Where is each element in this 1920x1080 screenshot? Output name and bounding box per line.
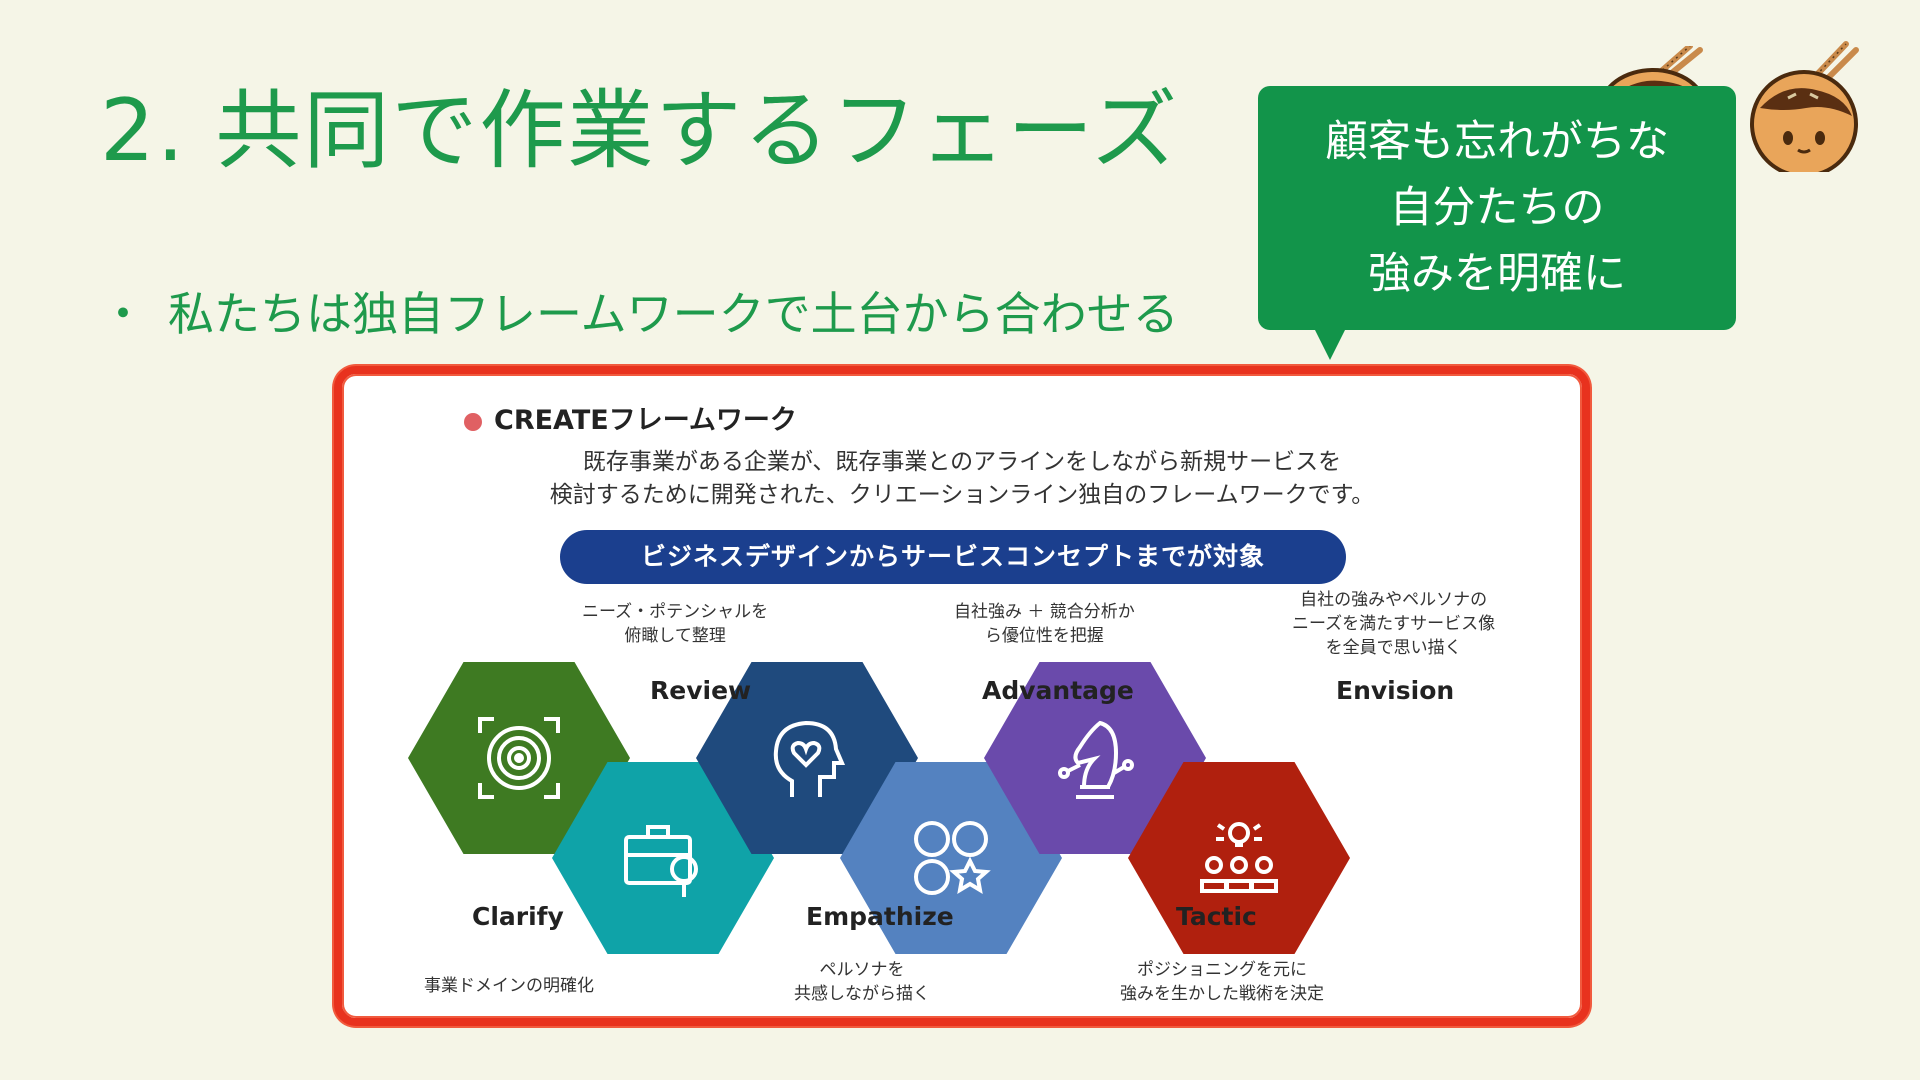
target-icon (478, 717, 560, 799)
bullet-text: 私たちは独自フレームワークで土台から合わせる (168, 287, 1179, 341)
bullet-marker: ・ (100, 287, 146, 341)
stage-note-tactic: ポジショニングを元に 強みを生かした戦術を決定 (1120, 958, 1324, 1006)
framework-heading-text: CREATEフレームワーク (494, 405, 797, 436)
note-line: 俯瞰して整理 (624, 626, 726, 646)
chess-knight-icon (1058, 720, 1134, 799)
circles-star-icon (914, 821, 991, 895)
note-line: 共感しながら描く (794, 984, 930, 1004)
note-line: ニーズ・ポテンシャルを (582, 602, 769, 622)
stage-label-tactic: Tactic (1176, 902, 1257, 931)
hex-review (552, 762, 774, 954)
callout-line: 顧客も忘れがちな (1325, 116, 1669, 167)
stage-note-advantage: 自社強み ＋ 競合分析か ら優位性を把握 (954, 600, 1135, 648)
briefcase-search-icon (624, 825, 698, 897)
framework-image-frame: CREATEフレームワーク 既存事業がある企業が、既存事業とのアラインをしながら… (334, 366, 1590, 1026)
stage-label-clarify: Clarify (472, 902, 564, 931)
description-line: 検討するために開発された、クリエーションライン独自のフレームワークです。 (549, 482, 1375, 508)
note-line: を全員で思い描く (1325, 638, 1462, 658)
stage-note-empathize: ペルソナを 共感しながら描く (794, 958, 930, 1006)
description-line: 既存事業がある企業が、既存事業とのアラインをしながら新規サービスを (582, 449, 1342, 475)
takoyaki-mascot-icon (1750, 41, 1859, 172)
callout-bubble: 顧客も忘れがちな 自分たちの 強みを明確に (1258, 86, 1736, 360)
note-line: ペルソナを (819, 960, 905, 980)
callout-line: 自分たちの (1389, 182, 1605, 233)
bullet-dot-icon (464, 412, 482, 431)
note-line: 自社強み ＋ 競合分析か (954, 602, 1135, 622)
framework-description: 既存事業がある企業が、既存事業とのアラインをしながら新規サービスを 検討するため… (342, 446, 1582, 512)
note-line: ニーズを満たすサービス像 (1292, 614, 1496, 634)
hex-envision (1128, 762, 1350, 954)
stage-note-review: ニーズ・ポテンシャルを 俯瞰して整理 (582, 600, 768, 648)
stage-label-envision: Envision (1336, 676, 1455, 705)
note-line: ポジショニングを元に (1137, 960, 1307, 980)
slide-title: 2. 共同で作業するフェーズ (100, 81, 1180, 181)
stage-note-envision: 自社の強みやペルソナの ニーズを満たすサービス像 を全員で思い描く (1292, 588, 1495, 660)
note-line: 事業ドメインの明確化 (424, 976, 594, 996)
bullet-point: ・私たちは独自フレームワークで土台から合わせる (100, 278, 1179, 344)
note-line: ら優位性を把握 (984, 626, 1104, 646)
stage-label-review: Review (650, 676, 752, 705)
scope-banner: ビジネスデザインからサービスコンセプトまでが対象 (560, 530, 1346, 584)
stage-note-clarify: 事業ドメインの明確化 (424, 974, 594, 998)
stage-label-empathize: Empathize (806, 902, 954, 931)
callout-line: 強みを明確に (1368, 249, 1626, 300)
team-idea-icon (1200, 822, 1278, 893)
note-line: 強みを生かした戦術を決定 (1120, 984, 1324, 1004)
stage-label-advantage: Advantage (982, 676, 1134, 705)
framework-heading: CREATEフレームワーク (464, 398, 797, 437)
note-line: 自社の強みやペルソナの (1300, 590, 1488, 610)
head-heart-icon (773, 720, 846, 797)
